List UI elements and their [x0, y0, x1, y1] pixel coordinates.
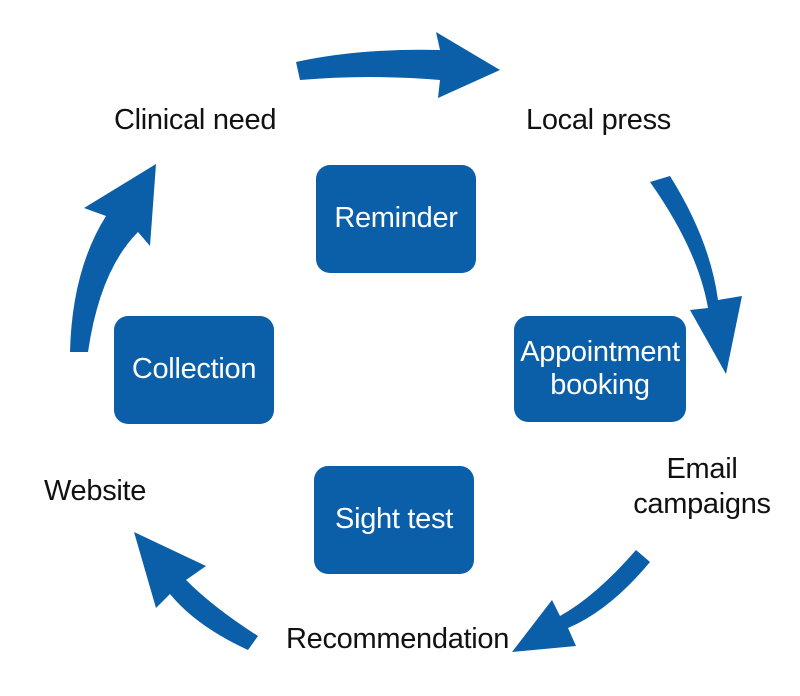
appointment-booking-line2: booking [550, 369, 650, 401]
clinical-need-label: Clinical need [114, 104, 277, 136]
recommendation-label: Recommendation [286, 623, 510, 655]
arrow-press-to-email [650, 176, 742, 374]
collection-box-label: Collection [131, 353, 257, 386]
arrow-website-to-clinical [70, 164, 156, 352]
email-campaigns-label: Email campaigns [632, 452, 772, 522]
sight-test-box-label: Sight test [335, 503, 453, 536]
local-press-label: Local press [526, 104, 671, 136]
email-campaigns-line1: Email [666, 453, 738, 485]
arrow-email-to-recommendation [512, 550, 650, 652]
email-campaigns-line2: campaigns [633, 487, 771, 520]
reminder-box-label: Reminder [334, 202, 458, 235]
website-label: Website [44, 475, 147, 507]
collection-box: Collection [114, 316, 274, 424]
arrow-clinical-to-press [296, 32, 500, 98]
arrow-recommendation-to-website [134, 532, 258, 650]
appointment-booking-line1: Appointment [520, 335, 680, 368]
appointment-booking-box: Appointment booking [514, 316, 686, 422]
sight-test-box: Sight test [314, 466, 474, 574]
reminder-box: Reminder [316, 165, 476, 273]
